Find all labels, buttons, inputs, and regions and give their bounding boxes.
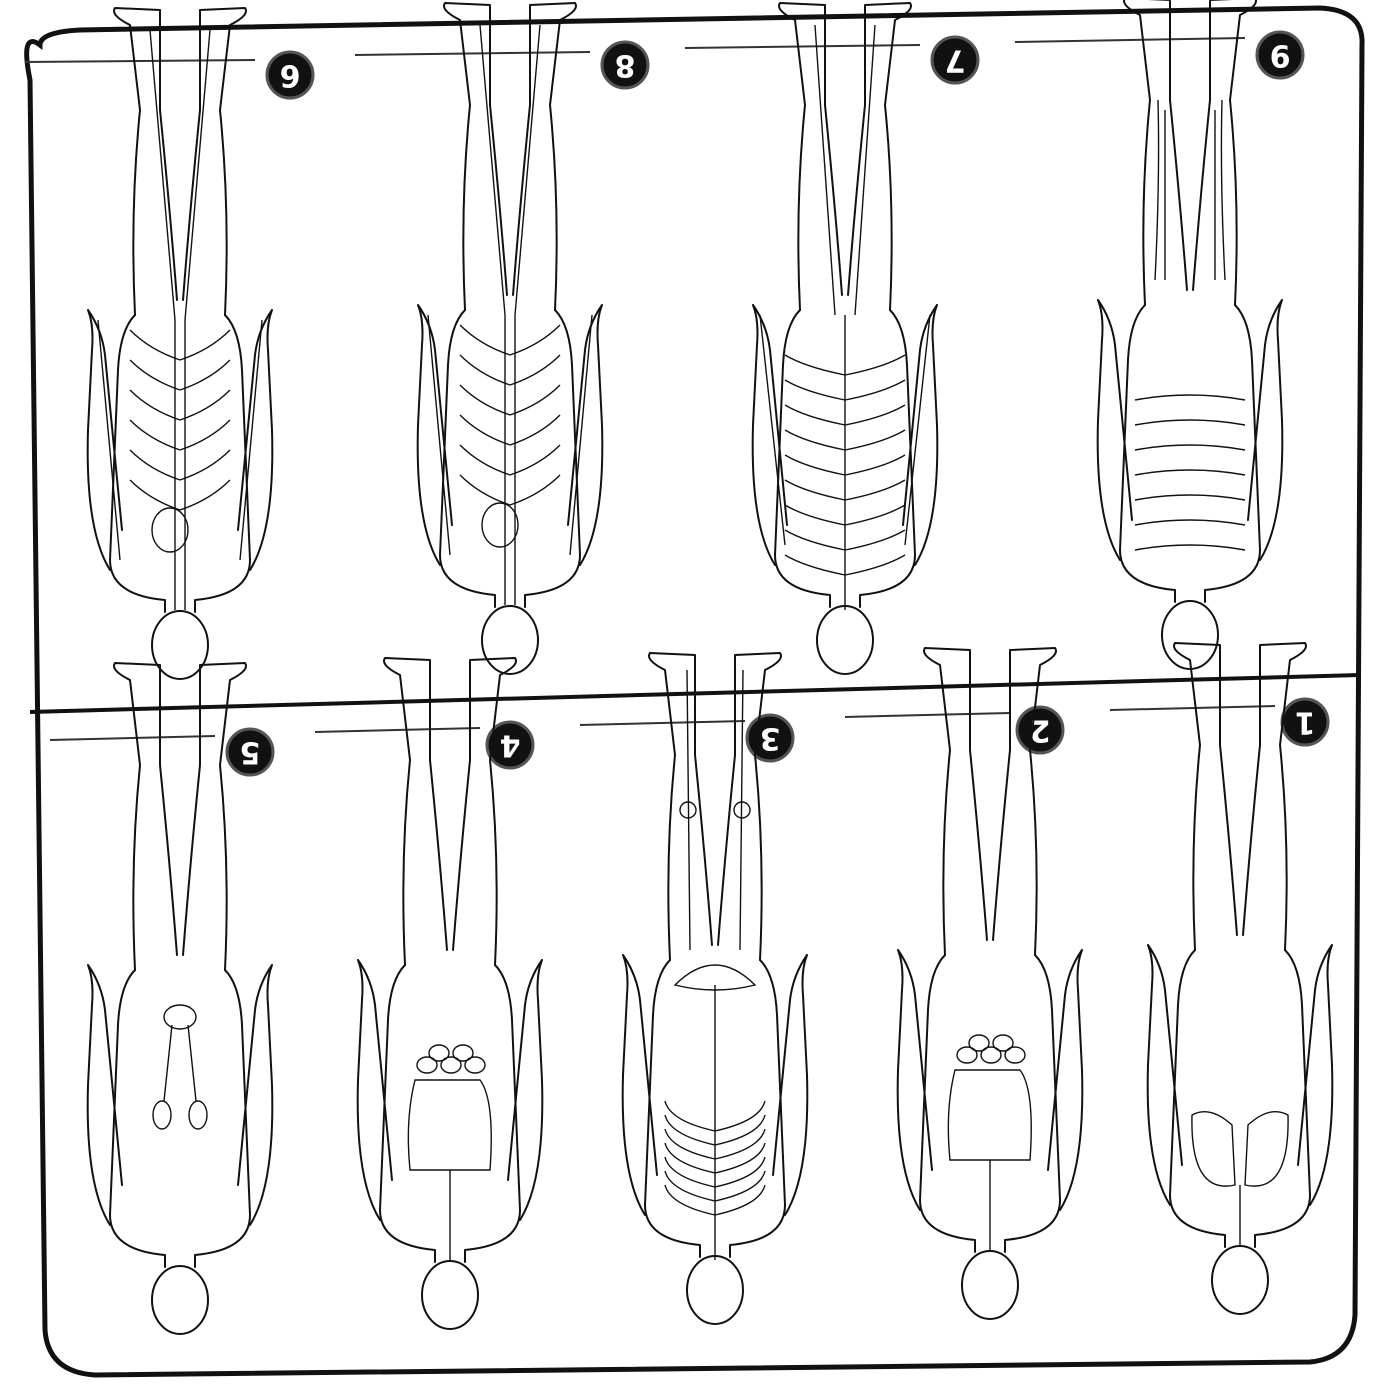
legs-outline: [114, 8, 246, 315]
vessel-branch: [130, 420, 230, 450]
badge-number: 4: [500, 728, 521, 763]
left-arm-outline: [238, 965, 272, 1225]
legs-outline: [1124, 0, 1256, 305]
top-badge-7: 7: [932, 37, 978, 83]
muscle-band: [1135, 445, 1245, 450]
bottom-badge-5: 5: [227, 729, 273, 775]
top-badge-8: 8: [602, 42, 648, 88]
vessel-branch: [130, 480, 230, 510]
right-arm-outline: [1098, 300, 1132, 560]
top-badge-9: 9: [1257, 32, 1303, 78]
muscle-band: [1135, 470, 1245, 475]
vessel-branch: [460, 415, 560, 445]
heart: [152, 508, 188, 552]
bottom-badge-1: 1: [1282, 699, 1328, 745]
head-outline: [1212, 1246, 1268, 1314]
legs-outline: [384, 658, 516, 965]
legs-outline: [924, 648, 1056, 955]
figure-muscular: [1098, 0, 1283, 669]
bottom-badge-3: 3: [747, 715, 793, 761]
right-arm-outline: [358, 960, 392, 1220]
muscle-band: [1135, 395, 1245, 400]
head-outline: [482, 606, 538, 674]
leg-muscles: [1155, 100, 1225, 280]
vessel-branch: [130, 360, 230, 390]
vessel-branch: [130, 450, 230, 480]
head-outline: [817, 606, 873, 674]
badge-number: 8: [615, 48, 636, 83]
right-arm-outline: [88, 965, 122, 1225]
left-arm-outline: [773, 955, 807, 1215]
top-badge-6: 6: [267, 52, 313, 98]
badge-number: 1: [1295, 705, 1316, 740]
vessel-branch: [460, 325, 560, 355]
badge-number: 6: [280, 58, 301, 93]
right-lung: [1192, 1112, 1235, 1186]
head-outline: [687, 1256, 743, 1324]
badge-number: 9: [1270, 38, 1291, 73]
left-arm-outline: [903, 305, 937, 565]
bottom-badge-2: 2: [1017, 707, 1063, 753]
badge-number: 5: [240, 735, 261, 770]
torso-outline: [110, 970, 250, 1267]
muscle-band: [1135, 545, 1245, 550]
vessel-branch: [460, 475, 560, 505]
intestine-loop: [957, 1047, 977, 1063]
left-arm-outline: [1248, 300, 1282, 560]
right-arm-outline: [898, 950, 932, 1210]
vessels: [98, 30, 262, 610]
figure-lymphatic: [88, 8, 273, 679]
ureters: [164, 1025, 196, 1101]
body-figures: [88, 0, 1333, 1334]
muscle-band: [1135, 495, 1245, 500]
torso-outline: [1120, 305, 1260, 602]
legs-outline: [1174, 643, 1306, 950]
vessel-branch: [460, 445, 560, 475]
vessel-branch: [460, 355, 560, 385]
bladder: [164, 1005, 196, 1029]
legs-outline: [779, 3, 911, 310]
vessels: [428, 25, 592, 605]
left-arm-outline: [508, 960, 542, 1220]
right-kidney: [153, 1101, 171, 1129]
stomach-liver: [948, 1070, 1031, 1160]
vessel-branch: [130, 330, 230, 360]
badge-number: 7: [945, 43, 966, 78]
figure-nervous: [753, 3, 938, 674]
legs-outline: [649, 653, 781, 960]
left-arm-outline: [1048, 950, 1082, 1210]
left-kidney: [189, 1101, 207, 1129]
head-outline: [962, 1251, 1018, 1319]
head-outline: [1162, 601, 1218, 669]
intestine-loop: [417, 1057, 437, 1073]
vessel-branch: [460, 385, 560, 415]
head-outline: [422, 1261, 478, 1329]
right-arm-outline: [1148, 945, 1182, 1205]
heart: [482, 503, 518, 547]
right-arm-outline: [753, 305, 787, 565]
right-arm-outline: [623, 955, 657, 1215]
head-outline: [152, 1266, 208, 1334]
figure-circulatory: [418, 3, 603, 674]
legs-outline: [444, 3, 576, 310]
vessel-branch: [130, 390, 230, 420]
number-badges: 9 7 8 6 1 2 3 4 5: [227, 32, 1328, 775]
left-lung: [1245, 1112, 1288, 1186]
header-rules: [25, 38, 1275, 740]
stomach-liver: [408, 1080, 491, 1170]
muscle-band: [1135, 520, 1245, 525]
muscle-band: [1135, 420, 1245, 425]
badge-number: 3: [760, 721, 781, 756]
left-arm-outline: [1298, 945, 1332, 1205]
